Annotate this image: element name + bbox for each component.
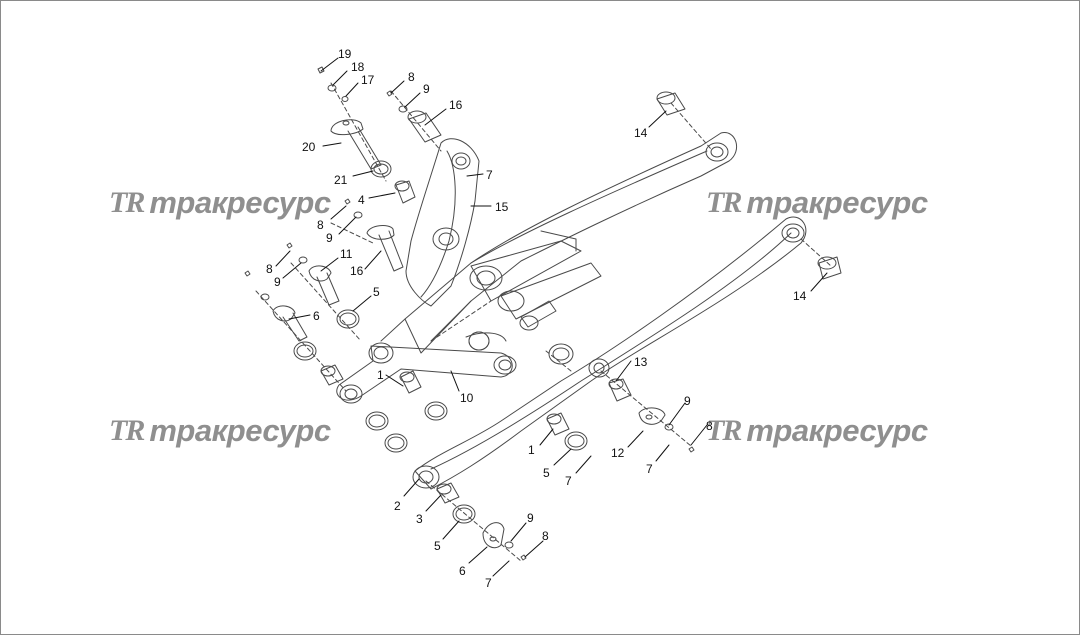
callout-8: 8 xyxy=(266,262,273,276)
callout-16: 16 xyxy=(350,264,364,278)
link-bar xyxy=(336,318,517,404)
callout-2: 2 xyxy=(394,499,401,513)
callout-17: 17 xyxy=(361,73,375,87)
callout-9: 9 xyxy=(423,82,430,96)
callout-7: 7 xyxy=(565,474,572,488)
callout-5: 5 xyxy=(373,285,380,299)
callout-8: 8 xyxy=(706,419,713,433)
callout-8: 8 xyxy=(317,218,324,232)
callout-13: 13 xyxy=(634,355,648,369)
center-bracket xyxy=(465,230,602,351)
callout-12: 12 xyxy=(611,446,625,460)
callout-5: 5 xyxy=(434,539,441,553)
callout-6: 6 xyxy=(313,309,320,323)
assembly-axes xyxy=(255,82,832,562)
callout-7: 7 xyxy=(486,168,493,182)
callout-1: 1 xyxy=(377,368,384,382)
callout-15: 15 xyxy=(495,200,509,214)
callout-4: 4 xyxy=(358,193,365,207)
callout-9: 9 xyxy=(527,511,534,525)
callout-14: 14 xyxy=(793,289,807,303)
callout-18: 18 xyxy=(351,60,365,74)
small-parts xyxy=(244,66,842,561)
callout-10: 10 xyxy=(460,391,474,405)
leader-lines xyxy=(275,57,828,577)
callout-1: 1 xyxy=(528,443,535,457)
callout-9: 9 xyxy=(274,275,281,289)
callout-3: 3 xyxy=(416,512,423,526)
callout-19: 19 xyxy=(338,47,352,61)
callout-9: 9 xyxy=(684,394,691,408)
callout-5: 5 xyxy=(543,466,550,480)
callout-11: 11 xyxy=(340,247,353,261)
callout-21: 21 xyxy=(334,173,348,187)
bellcrank xyxy=(405,138,480,307)
callout-20: 20 xyxy=(302,140,316,154)
main-boom xyxy=(404,132,738,354)
callout-9: 9 xyxy=(326,231,333,245)
callout-8: 8 xyxy=(542,529,549,543)
callout-7: 7 xyxy=(646,462,653,476)
callout-14: 14 xyxy=(634,126,648,140)
callout-16: 16 xyxy=(449,98,463,112)
callout-6: 6 xyxy=(459,564,466,578)
callout-7: 7 xyxy=(485,576,492,590)
callout-8: 8 xyxy=(408,70,415,84)
lower-boom xyxy=(412,216,807,490)
